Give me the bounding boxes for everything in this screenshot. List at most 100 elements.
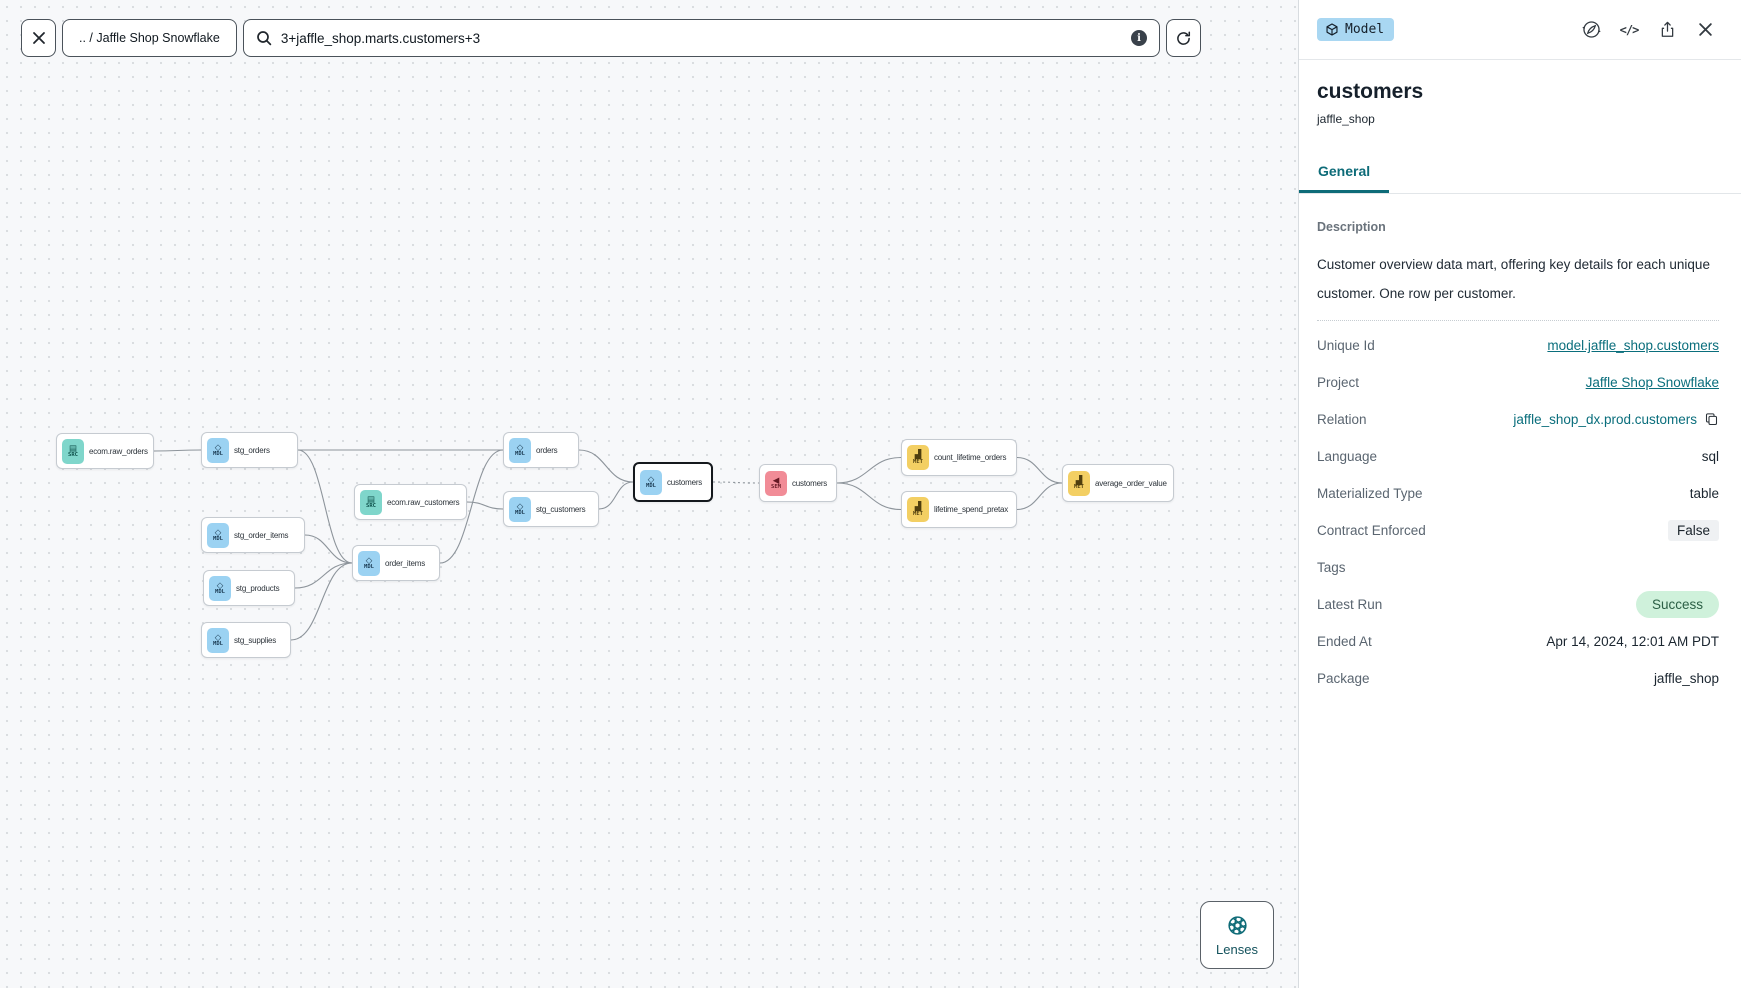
lineage-search: i <box>242 19 1160 57</box>
page-subtitle: jaffle_shop <box>1317 112 1375 126</box>
refresh-button[interactable] <box>1166 19 1201 57</box>
lineage-canvas[interactable]: ▤ SRC ecom.raw_orders ◇ MDL stg_orders ▤… <box>0 0 1298 988</box>
graph-node-stg_supplies[interactable]: ◇ MDL stg_supplies <box>201 622 291 658</box>
node-label: customers <box>792 478 828 488</box>
field-row: Relation jaffle_shop_dx.prod.customers <box>1317 401 1719 438</box>
field-value-relation: jaffle_shop_dx.prod.customers <box>1513 412 1697 427</box>
graph-node-order_items[interactable]: ◇ MDL order_items <box>352 545 440 581</box>
field-value: Jaffle Shop Snowflake <box>1586 375 1719 390</box>
search-input[interactable] <box>280 30 1122 46</box>
field-label: Materialized Type <box>1317 486 1423 501</box>
panel-fields: Unique Id model.jaffle_shop.customers Pr… <box>1317 327 1719 697</box>
field-value: table <box>1690 486 1719 501</box>
field-value-link[interactable]: Jaffle Shop Snowflake <box>1585 375 1719 390</box>
graph-node-customers[interactable]: ◇ MDL customers <box>633 462 713 502</box>
node-type-icon: ◇ MDL <box>209 575 231 601</box>
graph-node-stg_orders[interactable]: ◇ MDL stg_orders <box>201 432 298 468</box>
info-icon[interactable]: i <box>1131 30 1147 46</box>
page-title: customers <box>1317 80 1424 103</box>
node-type-icon: ◀ SEM <box>765 470 787 496</box>
panel-content: Description Customer overview data mart,… <box>1299 194 1741 697</box>
node-type-icon: ▟ MET <box>907 445 929 470</box>
node-type-icon: ◇ MDL <box>207 522 229 548</box>
field-value: Apr 14, 2024, 12:01 AM PDT <box>1546 634 1719 649</box>
node-label: average_order_value <box>1095 478 1167 488</box>
node-type-icon: ◇ MDL <box>640 469 662 495</box>
panel-close-icon[interactable] <box>1693 18 1717 42</box>
node-type-icon: ◇ MDL <box>207 627 229 653</box>
field-value: sql <box>1702 449 1719 464</box>
field-value: Success <box>1635 591 1719 618</box>
node-type-icon: ▟ MET <box>1068 470 1090 496</box>
graph-node-average_order_value[interactable]: ▟ MET average_order_value <box>1062 464 1174 502</box>
field-value: jaffle_shop <box>1654 671 1719 686</box>
contract-badge: False <box>1667 520 1719 541</box>
code-icon[interactable]: </> <box>1619 22 1640 37</box>
field-row: Language sql <box>1317 438 1719 475</box>
graph-node-ecom.raw_orders[interactable]: ▤ SRC ecom.raw_orders <box>56 433 154 469</box>
status-badge: Success <box>1635 591 1719 618</box>
field-value: False <box>1667 520 1719 541</box>
copy-button[interactable] <box>1704 412 1719 427</box>
field-value-text: table <box>1689 486 1719 501</box>
node-label: lifetime_spend_pretax <box>934 505 1009 514</box>
field-label: Package <box>1317 671 1370 686</box>
field-value: model.jaffle_shop.customers <box>1547 338 1719 353</box>
node-label: stg_order_items <box>234 530 289 540</box>
graph-node-ecom.raw_customers[interactable]: ▤ SRC ecom.raw_customers <box>354 484 467 520</box>
node-label: stg_customers <box>536 504 586 514</box>
graph-node-count_lifetime_orders[interactable]: ▟ MET count_lifetime_orders <box>901 439 1017 476</box>
field-label: Project <box>1317 375 1360 390</box>
description-text: Customer overview data mart, offering ke… <box>1317 257 1710 301</box>
panel-title-block: customers jaffle_shop <box>1299 60 1741 126</box>
copy-icon <box>1705 413 1718 426</box>
graph-node-stg_products[interactable]: ◇ MDL stg_products <box>203 570 295 606</box>
node-type-icon: ◇ MDL <box>509 437 531 463</box>
close-lineage-button[interactable] <box>21 19 56 57</box>
explore-compass-icon[interactable] <box>1579 18 1603 42</box>
details-panel: Model </> customers jaffle_shop General … <box>1298 0 1741 988</box>
field-label: Ended At <box>1317 634 1372 649</box>
field-row: Project Jaffle Shop Snowflake <box>1317 364 1719 401</box>
resource-type-badge: Model <box>1317 18 1395 41</box>
lenses-button[interactable]: Lenses <box>1200 901 1274 969</box>
graph-node-stg_customers[interactable]: ◇ MDL stg_customers <box>503 491 599 527</box>
panel-tabs: General <box>1299 152 1741 194</box>
cube-icon <box>1326 23 1338 36</box>
graph-node-lifetime_spend_pretax[interactable]: ▟ MET lifetime_spend_pretax <box>901 491 1017 528</box>
graph-node-orders[interactable]: ◇ MDL orders <box>503 432 579 468</box>
field-value-link[interactable]: model.jaffle_shop.customers <box>1547 338 1719 353</box>
tab-general[interactable]: General <box>1299 152 1390 193</box>
node-type-icon: ▤ SRC <box>62 438 84 464</box>
field-row: Ended At Apr 14, 2024, 12:01 AM PDT <box>1317 623 1719 660</box>
field-row: Unique Id model.jaffle_shop.customers <box>1317 327 1719 364</box>
field-label: Language <box>1317 449 1378 464</box>
node-label: stg_supplies <box>234 635 277 645</box>
close-icon <box>32 32 45 44</box>
field-row: Package jaffle_shop <box>1317 660 1719 697</box>
field-row: Tags <box>1317 549 1719 586</box>
share-icon[interactable] <box>1655 18 1679 42</box>
graph-node-stg_order_items[interactable]: ◇ MDL stg_order_items <box>201 517 305 553</box>
node-label: ecom.raw_orders <box>89 446 148 456</box>
field-row: Contract Enforced False <box>1317 512 1719 549</box>
node-label: orders <box>536 445 558 455</box>
field-label: Relation <box>1317 412 1367 427</box>
node-label: order_items <box>385 558 426 568</box>
field-value: jaffle_shop_dx.prod.customers <box>1513 412 1719 427</box>
node-type-icon: ◇ MDL <box>207 437 229 463</box>
field-label: Contract Enforced <box>1317 523 1426 538</box>
node-type-icon: ◇ MDL <box>358 550 380 576</box>
lenses-aperture-icon <box>1227 915 1247 935</box>
breadcrumb[interactable]: .. / Jaffle Shop Snowflake <box>62 19 237 57</box>
divider <box>1317 320 1719 321</box>
node-type-icon: ◇ MDL <box>509 496 531 522</box>
node-type-icon: ▟ MET <box>907 497 929 522</box>
field-value-text: jaffle_shop <box>1653 671 1719 686</box>
graph-node-customers_sem[interactable]: ◀ SEM customers <box>759 464 837 502</box>
field-row: Latest Run Success <box>1317 586 1719 623</box>
field-value-text: sql <box>1701 449 1719 464</box>
field-label: Unique Id <box>1317 338 1375 353</box>
node-label: stg_orders <box>234 445 270 455</box>
